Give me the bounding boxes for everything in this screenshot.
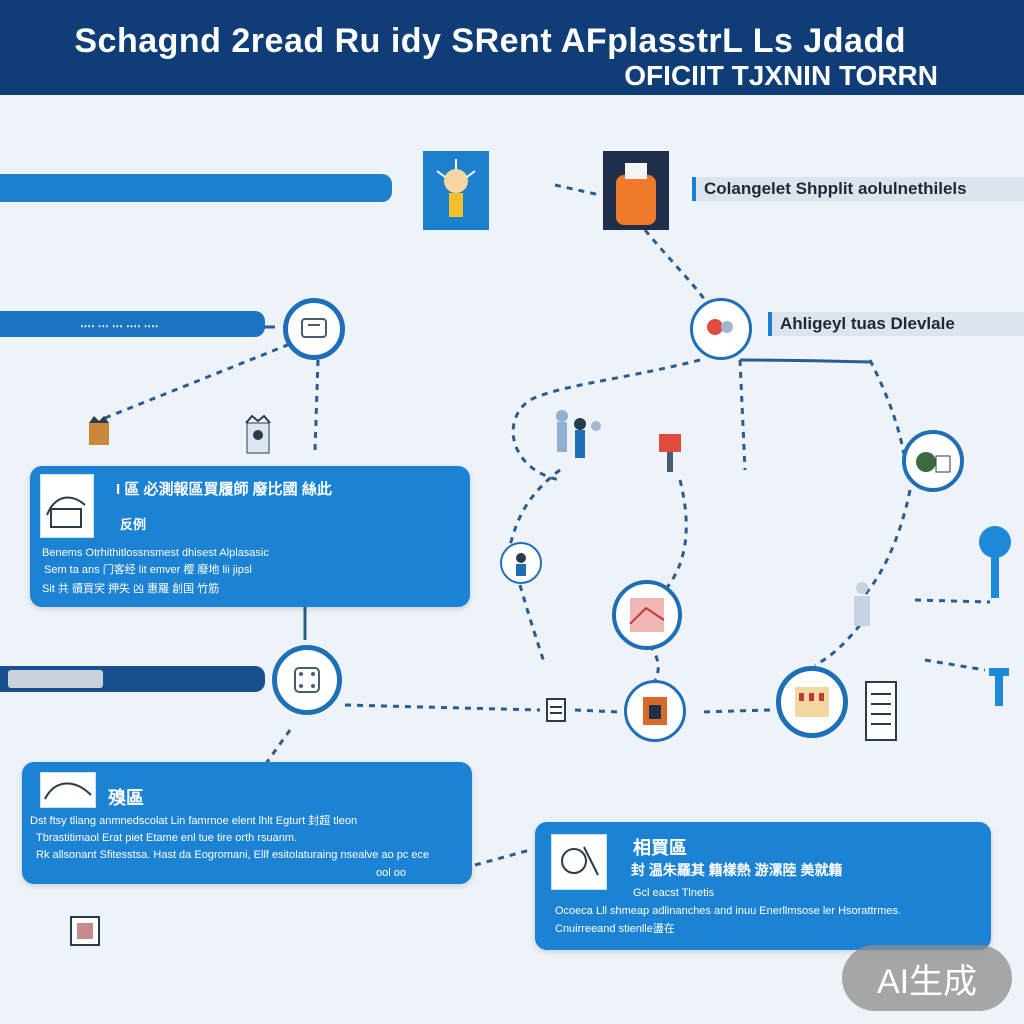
link-line [554, 183, 601, 197]
card-3-subtitle: 封 温朱羅其 籍樣熱 游漯陸 美就籍 [631, 862, 843, 878]
node-device-top [283, 298, 345, 360]
card-3-line-2: Ocoeca Lll shmeap adlinanches and inuu E… [555, 905, 902, 917]
card-2-line-1: Dst ftsy tliang anmnedscolat Lin famrnoe… [30, 815, 358, 827]
node-shop [624, 680, 686, 742]
orange-backpack-icon [603, 151, 669, 230]
scale-person-icon [845, 578, 879, 630]
group-people-icon [548, 400, 612, 466]
card-3-thumbnail [551, 834, 607, 890]
card-3-line-3: Cnuirreeand stienlle盪在 [555, 923, 675, 935]
card-1-thumbnail [40, 474, 94, 538]
info-card-1: I 區 必測報區買履師 廢比國 絲此 反例 Benems Otrhithitlo… [30, 466, 470, 607]
crown-box-icon [86, 413, 112, 447]
red-sign-icon [655, 430, 685, 474]
node-building [776, 666, 848, 738]
link-line [508, 468, 561, 546]
link-line [313, 359, 320, 451]
link-line [858, 489, 912, 602]
card-1-subtitle: 反例 [120, 517, 147, 532]
link-line [263, 729, 292, 766]
card-2-subtitle: 殠區 [108, 788, 144, 808]
firework-figure-icon [423, 151, 489, 230]
small-portrait-icon [69, 915, 101, 947]
title-line-1: Schagnd 2read Ru idy SRent AFplasstrL Ls… [74, 22, 906, 60]
clipboard-icon [864, 678, 898, 744]
tree-icon [975, 520, 1015, 600]
link-line [643, 229, 707, 301]
link-line [511, 358, 701, 482]
link-line [663, 479, 688, 591]
card-2-line-2: Tbrastitimaol Erat piet Etame enl tue ti… [36, 832, 298, 844]
link-line [738, 359, 747, 471]
tag-mid-right: Ahligeyl tuas Dlevlale [768, 312, 1024, 336]
card-2-thumbnail [40, 772, 96, 808]
link-line [99, 338, 301, 422]
bar-row-3 [0, 666, 265, 692]
info-card-3: 相買區 封 温朱羅其 籍樣熱 游漯陸 美就籍 Gcl eacst Tlnetis… [535, 822, 991, 950]
card-3-line-1: Gcl eacst Tlnetis [633, 887, 715, 899]
bar-row-2-label: ․․․․ ․․․ ․․․ ․․․․ ․․․․ [80, 318, 159, 330]
node-person [500, 542, 542, 584]
ai-generated-watermark: AI生成 [842, 945, 1012, 1011]
card-3-title: 相買區 [633, 838, 687, 858]
tag-top-right: Colangelet Shpplit aolulnethilels [692, 177, 1024, 201]
node-people-group [690, 298, 752, 360]
card-1-line-2: Sem ta ans 门客经 lit emver 樱 廢地 lii jipsl [44, 564, 252, 576]
link-line [518, 584, 547, 666]
title-line-2: OFICIIT TJXNIN TORRN [624, 60, 938, 91]
link-line [868, 359, 907, 461]
link-line [814, 624, 862, 667]
card-1-title: I 區 必測報區買履師 廢比國 絲此 [116, 481, 332, 498]
node-device-mid [272, 645, 342, 715]
bar-row-1 [0, 174, 392, 202]
link-line [924, 658, 986, 672]
node-house [902, 430, 964, 492]
link-line [474, 848, 531, 867]
link-line [739, 358, 871, 364]
card-1-line-3: Sit 共 豄買宎 押失 凶 惠羅 創国 竹筋 [42, 583, 220, 595]
node-pink-chart [612, 580, 682, 650]
portrait-frame-icon [244, 413, 272, 455]
card-1-line-1: Benems Otrhithitlossnsmest dhisest Alpla… [42, 547, 269, 559]
link-line [699, 708, 771, 714]
title-banner: Schagnd 2read Ru idy SRent AFplasstrL Ls… [0, 0, 1024, 95]
link-line [574, 708, 621, 714]
card-2-line-3: Rk allsonant Sfitesstsa. Hast da Eogroma… [36, 849, 430, 861]
link-line [914, 598, 991, 604]
small-tree-icon [985, 662, 1013, 708]
info-card-2: 殠區 Dst ftsy tliang anmnedscolat Lin famr… [22, 762, 472, 884]
radio-box-icon [545, 695, 567, 725]
bar-row-2: ․․․․ ․․․ ․․․ ․․․․ ․․․․ [0, 311, 265, 337]
card-2-footer: ool oo [376, 867, 406, 879]
link-line [344, 703, 541, 712]
bar-pill-icon [8, 670, 103, 688]
